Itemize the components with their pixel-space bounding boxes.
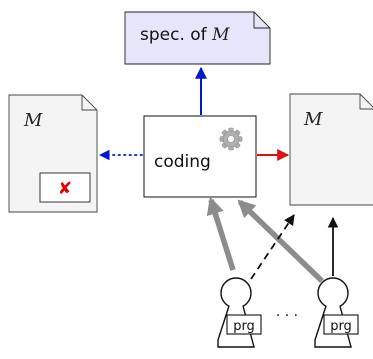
right-document-label: M [303, 109, 323, 130]
left-document: M ✘ [8, 94, 98, 213]
spec-label: spec. of [140, 25, 212, 45]
spec-document: spec. of M [124, 11, 271, 65]
person-icon [217, 277, 255, 348]
coding-box: coding [143, 115, 257, 198]
left-document-label: M [23, 110, 43, 131]
arrow-programmer1-to-coding [206, 196, 236, 271]
programmer-1-tag: prg [233, 319, 255, 334]
programmer-1: prg [217, 277, 262, 348]
arrow-programmer1-to-right-document [250, 214, 295, 280]
programmer-2-tag: prg [330, 319, 352, 334]
svg-text:spec. of M: spec. of M [140, 25, 230, 45]
spec-label-variable: M [211, 25, 230, 45]
left-document-badge [39, 172, 91, 203]
arrow-programmer2-to-coding [237, 199, 324, 283]
person-icon [314, 277, 352, 348]
coding-label: coding [154, 152, 211, 172]
right-document: M [289, 93, 373, 206]
error-cross-icon: ✘ [58, 179, 72, 199]
gear-icon [219, 127, 243, 151]
ellipsis: · · · [276, 308, 298, 324]
programmer-2: prg [314, 277, 359, 348]
